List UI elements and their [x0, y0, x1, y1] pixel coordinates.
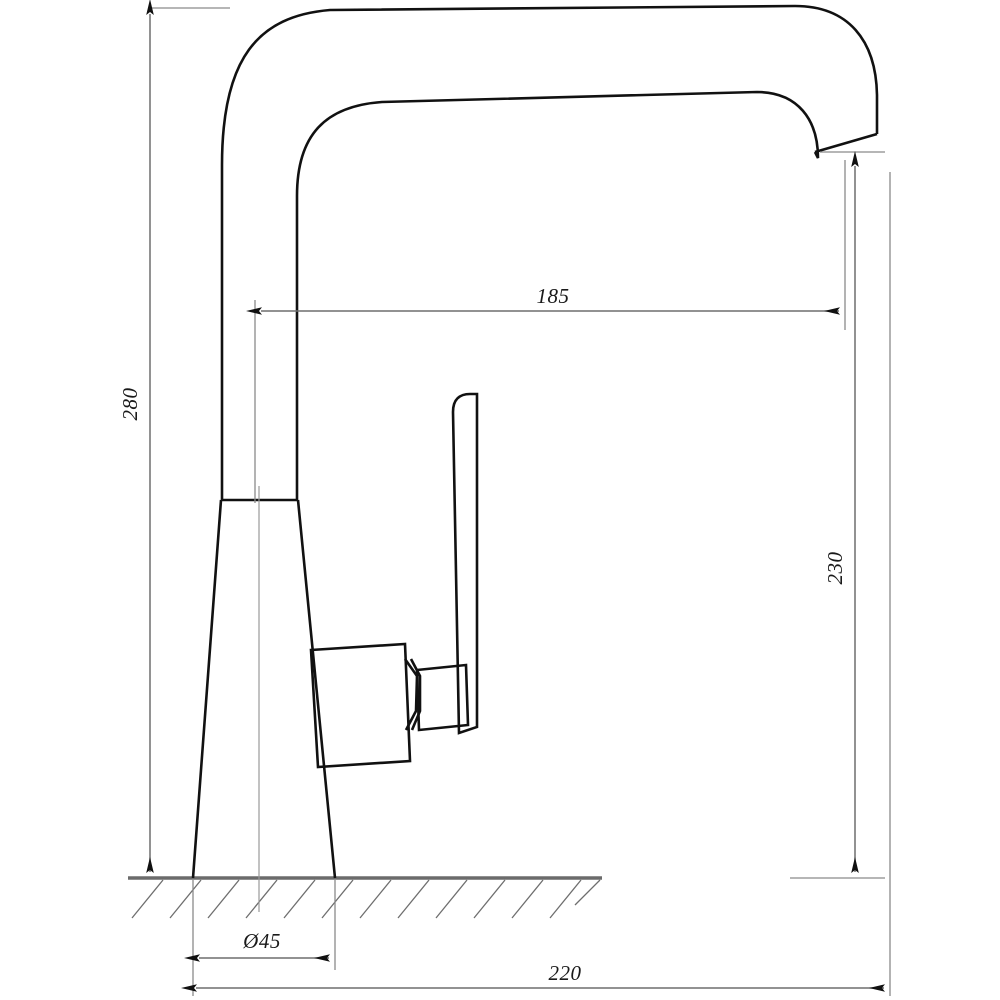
lever-bar: [451, 392, 479, 735]
spout-arm-inner: [295, 90, 820, 300]
dimension-height-280: 280: [118, 0, 230, 873]
spout-arm-outer: [220, 4, 879, 300]
dimension-spout-height-230: 230: [790, 151, 885, 879]
dimension-label-280: 280: [118, 388, 142, 421]
handle-cap: [415, 663, 470, 732]
ground-hatching: [128, 876, 602, 919]
handle-collar-back: [409, 658, 422, 731]
handle-block: [309, 642, 412, 769]
dimension-label-230: 230: [823, 552, 847, 585]
dimension-label-45: Ø45: [242, 929, 281, 953]
dimension-reach-185: 185: [246, 160, 846, 503]
dimension-label-220: 220: [549, 961, 582, 985]
conical-base: [191, 499, 337, 879]
faucet-body: [191, 4, 879, 912]
dimension-label-185: 185: [537, 284, 570, 308]
spout-tip-face: [814, 132, 878, 154]
dimension-base-diameter-45: Ø45: [184, 880, 336, 996]
dimension-overall-width-220: 220: [181, 172, 891, 996]
